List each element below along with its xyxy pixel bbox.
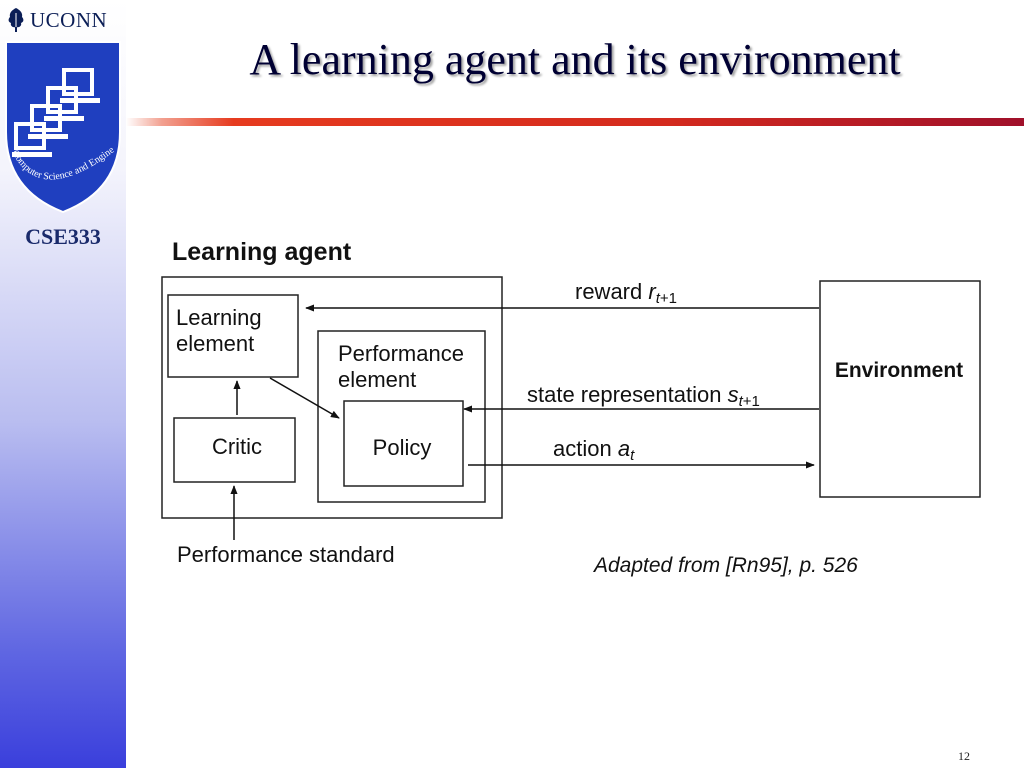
learning-to-policy-arrow bbox=[269, 377, 340, 419]
performance-element-line1: Performance bbox=[338, 341, 464, 366]
critic-label: Critic bbox=[212, 434, 262, 459]
learning-element-box: Learning element bbox=[167, 294, 299, 378]
critic-box: Critic bbox=[173, 417, 296, 483]
policy-label: Policy bbox=[373, 435, 432, 460]
performance-standard-label: Performance standard bbox=[177, 542, 395, 567]
learning-agent-box bbox=[161, 276, 503, 519]
page-number: 12 bbox=[958, 749, 970, 763]
policy-box: Policy bbox=[343, 400, 464, 487]
course-code: CSE333 bbox=[25, 224, 101, 249]
agent-title: Learning agent bbox=[172, 238, 352, 266]
oak-leaf-icon bbox=[8, 8, 24, 32]
action-label: action at bbox=[553, 436, 635, 464]
learning-element-line1: Learning bbox=[176, 305, 262, 330]
performance-element-line2: element bbox=[338, 367, 416, 392]
university-name: UCONN bbox=[30, 7, 108, 32]
citation: Adapted from [Rn95], p. 526 bbox=[592, 554, 858, 577]
slide-title: A learning agent and its environment bbox=[249, 35, 901, 84]
learning-element-line2: element bbox=[176, 331, 254, 356]
environment-label: Environment bbox=[835, 359, 963, 382]
reward-label: reward rt+1 bbox=[575, 279, 677, 307]
state-label: state representation st+1 bbox=[527, 382, 760, 410]
title-rule bbox=[126, 118, 1024, 126]
environment-box: Environment bbox=[819, 280, 981, 498]
department-shield-logo: Computer Science and Engineering bbox=[0, 40, 121, 214]
uconn-logo: UCONN bbox=[6, 6, 107, 34]
